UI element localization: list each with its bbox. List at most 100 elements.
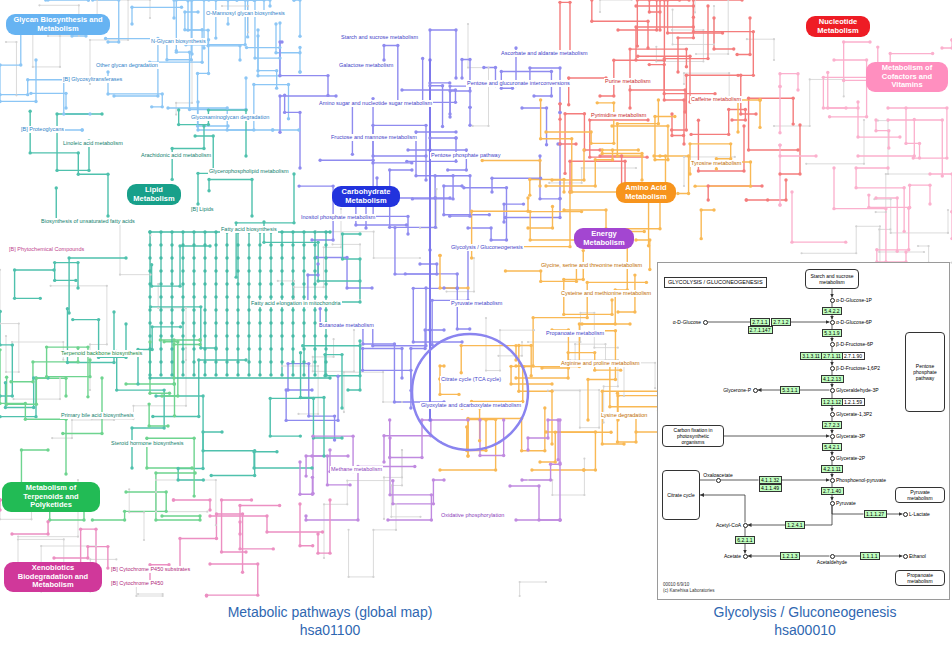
map-line [247, 36, 280, 76]
map-dot [712, 47, 715, 50]
map-dot [298, 166, 301, 169]
map-dot [364, 226, 367, 229]
map-dot [550, 442, 553, 445]
map-dot [497, 355, 499, 357]
map-dot [157, 307, 159, 309]
map-dot [533, 329, 535, 331]
caption: Metabolic pathways (global map) [130, 604, 530, 621]
map-dot [302, 230, 305, 233]
map-dot [112, 310, 115, 313]
map-dot [161, 92, 164, 95]
map-dot [867, 206, 870, 209]
map-dot [528, 210, 531, 213]
map-dot [112, 361, 115, 364]
map-dot [181, 256, 184, 259]
map-dot [150, 325, 153, 328]
map-dot [539, 137, 542, 140]
map-dot [424, 286, 427, 289]
map-dot [214, 295, 217, 298]
map-dot [500, 70, 503, 73]
map-dot [658, 10, 661, 13]
map-dot [214, 346, 217, 349]
map-dot [697, 119, 700, 122]
map-dot [206, 511, 208, 513]
map-dot [10, 532, 13, 535]
map-dot [648, 238, 651, 241]
map-dot [648, 63, 651, 66]
map-dot [558, 111, 561, 114]
map-line [568, 331, 615, 420]
map-dot [947, 232, 949, 234]
map-line [52, 420, 114, 438]
map-dot [692, 4, 695, 7]
map-dot [258, 282, 261, 285]
map-dot [358, 279, 361, 282]
map-dot [423, 328, 426, 331]
map-dot [657, 122, 660, 125]
map-dot [663, 92, 666, 95]
map-dot [611, 148, 614, 151]
map-dot [53, 279, 56, 282]
map-dot [203, 347, 206, 350]
map-dot [655, 60, 657, 62]
map-line [560, 2, 570, 54]
map-dot [451, 197, 454, 200]
map-dot [566, 376, 569, 379]
map-dot [346, 503, 348, 505]
map-dot [106, 70, 109, 73]
map-dot [287, 117, 290, 120]
map-dot [752, 74, 755, 77]
map-dot [343, 411, 345, 413]
map-dot [236, 334, 239, 337]
map-dot [928, 202, 931, 205]
map-dot [588, 118, 591, 121]
map-dot [913, 154, 916, 157]
map-dot [689, 133, 692, 136]
reaction-line [832, 506, 864, 515]
map-dot [291, 308, 294, 311]
map-dot [236, 269, 239, 272]
map-dot [558, 518, 561, 521]
map-dot [302, 308, 305, 311]
map-line [558, 144, 560, 198]
map-line [906, 108, 920, 158]
map-dot [166, 424, 169, 427]
map-dot [181, 373, 184, 376]
reaction-line [887, 514, 903, 515]
map-dot [236, 321, 239, 324]
map-dot [207, 189, 210, 192]
map-dot [550, 382, 553, 385]
map-dot [430, 299, 433, 302]
map-line [92, 492, 166, 520]
map-dot [878, 228, 880, 230]
map-dot [730, 118, 733, 121]
map-dot [354, 223, 357, 226]
map-dot [59, 66, 61, 68]
map-dot [670, 128, 673, 131]
map-dot [494, 418, 497, 421]
map-dot [539, 269, 542, 272]
map-line [333, 244, 360, 300]
map-dot [419, 516, 421, 518]
map-dot [53, 261, 56, 264]
map-dot [424, 178, 427, 181]
map-dot [358, 388, 361, 391]
map-dot [448, 89, 451, 92]
map-dot [468, 327, 471, 330]
map-line [15, 270, 54, 298]
map-dot [481, 159, 484, 162]
map-dot [203, 230, 206, 233]
map-dot [687, 192, 690, 195]
map-dot [148, 334, 151, 337]
map-dot [323, 374, 326, 377]
map-dot [695, 53, 697, 55]
map-dot [100, 432, 103, 435]
map-dot [192, 373, 195, 376]
map-dot [460, 184, 463, 187]
map-dot [598, 427, 600, 429]
map-dot [293, 280, 295, 282]
map-dot [526, 226, 529, 229]
map-dot [324, 308, 327, 311]
map-dot [655, 46, 657, 48]
map-dot [358, 257, 361, 260]
